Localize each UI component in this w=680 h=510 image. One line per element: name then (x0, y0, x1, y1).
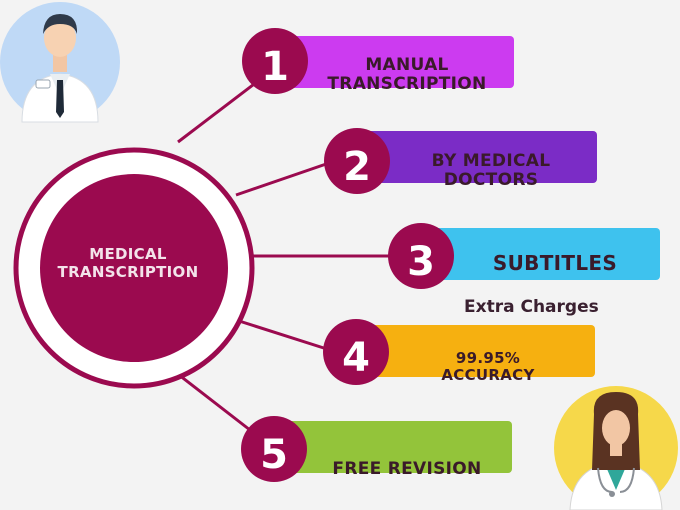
item-bar-2 (356, 131, 597, 183)
item-bar-5 (276, 421, 512, 473)
item-bar-3 (420, 228, 660, 280)
item-number-5: 5 (241, 416, 307, 482)
item-label-4: 99.95% ACCURACY (441, 349, 535, 384)
item-label-2: BY MEDICAL DOCTORS (431, 151, 551, 190)
item-number-1: 1 (242, 28, 308, 94)
item-number-3: 3 (388, 223, 454, 289)
connector-4 (235, 318, 331, 352)
female-doctor-avatar (554, 386, 678, 510)
connectors (169, 76, 398, 432)
connector-2 (235, 160, 333, 197)
item-bar-4 (352, 325, 595, 377)
item-number-2: 2 (324, 128, 390, 194)
connector-1 (177, 76, 263, 144)
item-label-1: MANUAL TRANSCRIPTION (327, 55, 487, 94)
item-label-5: FREE REVISION (332, 459, 482, 479)
item-number-4: 4 (323, 319, 389, 385)
item-label-3: SUBTITLES (492, 251, 618, 275)
hub-label: MEDICAL TRANSCRIPTION (57, 245, 199, 281)
hub-circle (40, 174, 228, 362)
connector-5 (169, 366, 251, 432)
male-doctor-avatar (0, 2, 120, 123)
extra-charges-note: Extra Charges (464, 297, 599, 317)
item-bar-1 (276, 36, 514, 88)
